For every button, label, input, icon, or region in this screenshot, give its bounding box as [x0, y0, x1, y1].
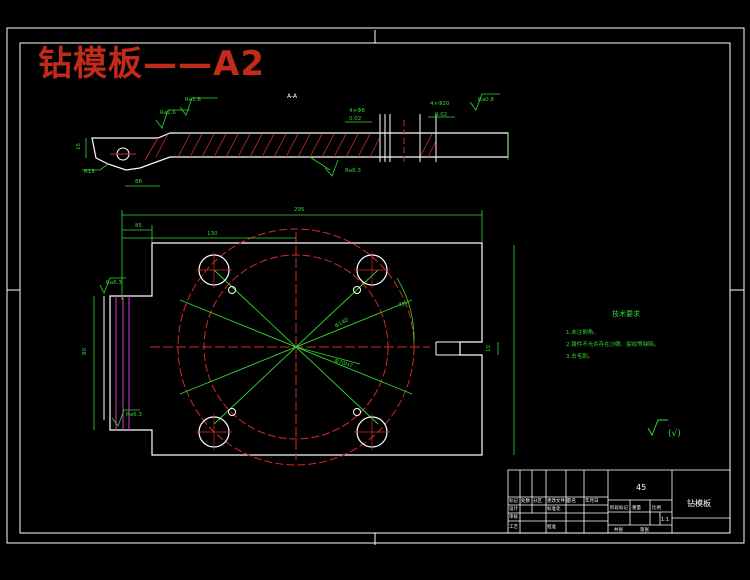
tb-material: 45	[636, 483, 646, 492]
tb-label-sign: 签名	[567, 497, 576, 504]
tb-label-standard: 标准化	[547, 505, 561, 512]
tech-req-item-1: 1.未注倒角。	[566, 328, 599, 336]
general-roughness-symbol	[647, 419, 668, 437]
tb-label-weight: 重量	[632, 504, 641, 511]
roughness-5: Ra6.3	[106, 280, 122, 286]
tol-2: 0.02	[435, 112, 447, 118]
angle-dim: 45°	[398, 302, 408, 308]
tb-label-process: 工艺	[509, 524, 518, 530]
tb-label-scale: 比例	[652, 504, 661, 511]
tb-label-stage: 阶段标记	[610, 504, 628, 511]
tb-part-name: 钻模板	[687, 498, 711, 508]
roughness-note: (√)	[668, 428, 681, 439]
tol-1: 0.02	[349, 116, 361, 122]
slot-width-dim: 10	[486, 345, 492, 352]
section-len-dim: 88	[135, 179, 142, 185]
section-thk-dim: 15	[76, 143, 82, 150]
tech-requirements: 技术要求 1.未注倒角。 2.铸件不允许存在沙眼、裂纹等缺陷。 3.去毛刺。 (…	[566, 309, 681, 439]
left-height-dim: 80	[82, 348, 88, 355]
roughness-4: Ra0.8	[478, 97, 494, 103]
tech-req-item-3: 3.去毛刺。	[566, 352, 593, 360]
overall-width-dim: 295	[294, 207, 305, 213]
sheet-title: 钻模板——A2	[38, 44, 265, 84]
roughness-3: Ra6.3	[345, 168, 361, 174]
tb-label-sheet: 第张	[640, 526, 649, 533]
roughness-2: Ra1.6	[185, 97, 201, 103]
roughness-1: Ra1.6	[160, 110, 176, 116]
tb-label-change: 更改文件号	[547, 497, 570, 504]
hole-spec-2: 4×Φ20	[430, 101, 450, 107]
tb-label-count: 处数	[521, 497, 530, 504]
tb-label-review: 审核	[509, 513, 518, 520]
tb-label-sheets: 共张	[614, 526, 623, 533]
section-outline	[91, 132, 509, 171]
plan-dim-lines	[93, 210, 515, 455]
hole-centerlines	[196, 252, 390, 450]
view-label: A-A	[287, 93, 298, 100]
pin-holes	[228, 286, 361, 416]
section-view: A-A Ra1.6 Ra1.6 4×Φ8	[76, 93, 509, 187]
corner-holes	[198, 254, 388, 448]
tech-req-heading: 技术要求	[612, 309, 640, 318]
bore-dim: Φ70H7	[333, 358, 353, 370]
section-hatch	[144, 133, 437, 161]
roughness-6: Ra6.3	[126, 412, 142, 418]
inner-frame	[19, 42, 731, 534]
plan-view: 295 85 130 80 10 Φ140 Φ70H7 45° Ra6.3 Ra…	[82, 207, 515, 466]
section-dim-lines	[82, 93, 509, 187]
tb-label-date: 年月日	[585, 497, 599, 504]
bolt-circle-dim: Φ140	[334, 317, 350, 330]
title-block	[507, 469, 731, 534]
title-block-frame	[507, 469, 731, 534]
tb-label-mark: 标记	[509, 497, 518, 504]
left-offset-dim: 85	[135, 223, 142, 229]
tb-label-design: 设计	[509, 505, 518, 512]
hole-spacing-dim: 130	[207, 231, 218, 237]
small-hole-dim: R15	[84, 169, 95, 175]
tb-label-zone: 分区	[533, 497, 542, 504]
tb-label-approve: 批准	[547, 523, 556, 530]
tb-ratio: 1:1	[661, 517, 669, 523]
hole-spec: 4×Φ8	[349, 108, 365, 114]
tech-req-item-2: 2.铸件不允许存在沙眼、裂纹等缺陷。	[566, 340, 659, 348]
